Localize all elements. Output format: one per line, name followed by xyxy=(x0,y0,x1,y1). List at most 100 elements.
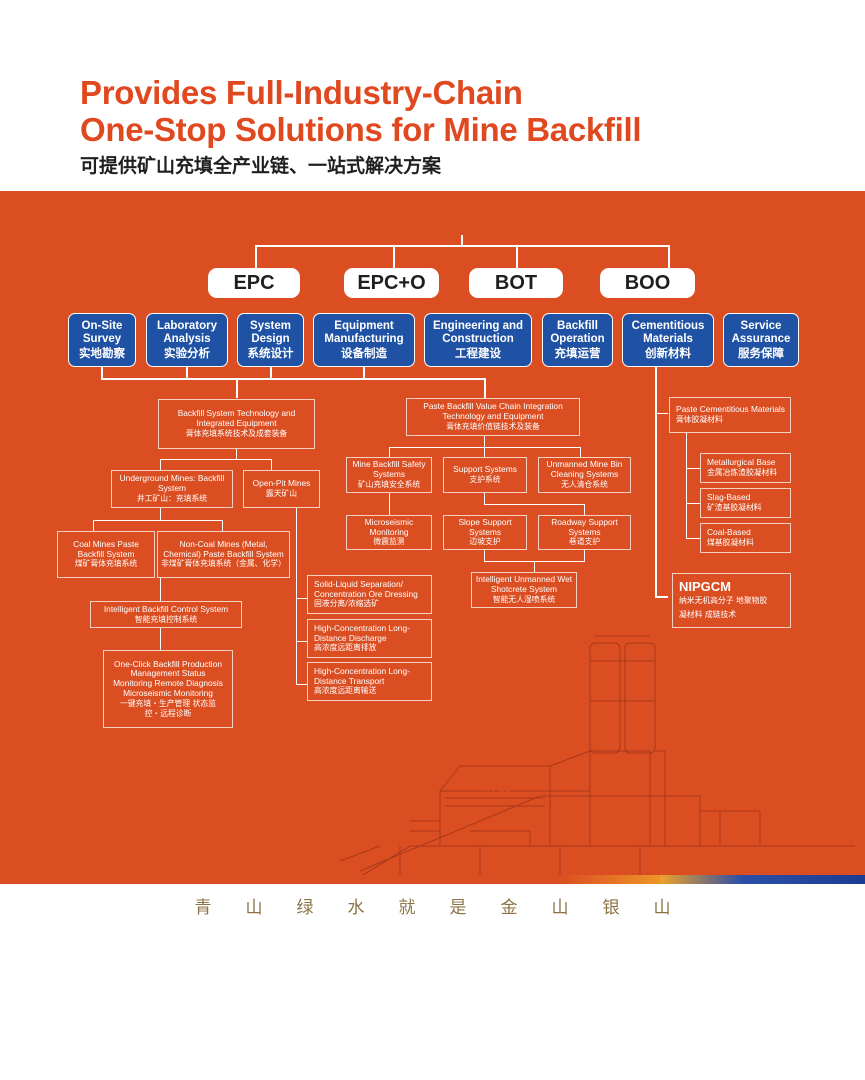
service-system-design: System Design 系统设计 xyxy=(237,313,304,367)
one-click-backfill-box: One-Click Backfill Production Management… xyxy=(103,650,233,728)
service-label-en: On-Site Survey xyxy=(81,319,123,346)
box-label-zh: 煤矿膏体充填系统 xyxy=(74,559,138,569)
service-label-zh: 实地勘察 xyxy=(79,345,125,360)
backfill-system-box: Backfill System Technology and Integrate… xyxy=(158,399,315,449)
model-boo: BOO xyxy=(600,268,695,298)
box-label-en: Support Systems xyxy=(453,464,517,475)
box-label-zh: 固液分离/浓缩选矿 xyxy=(314,599,380,609)
box-label-en: Slope Support Systems xyxy=(458,516,512,537)
non-coal-mines-box: Non-Coal Mines (Metal, Chemical) Paste B… xyxy=(157,531,290,578)
model-bot: BOT xyxy=(469,268,563,298)
box-label-zh: 纳米无机高分子 地聚物胶凝材料 成链技术 xyxy=(679,595,768,619)
service-label-zh: 充填运营 xyxy=(554,345,601,360)
footer-slogan: 青山绿水就是金山银山 xyxy=(194,898,705,918)
box-label-zh: 膏体充填价值链技术及装备 xyxy=(446,421,540,431)
box-label-zh: 金属冶炼渣胶凝材料 xyxy=(707,468,778,477)
service-label-zh: 创新材料 xyxy=(645,345,691,360)
box-label-en: Intelligent Unmanned Wet Shotcrete Syste… xyxy=(475,574,573,595)
box-label-zh: 高浓度远距离输送 xyxy=(314,686,377,696)
bottom-stripe-orange xyxy=(0,875,600,884)
box-label-zh: 无人清仓系统 xyxy=(561,479,608,489)
service-label-en: Laboratory Analysis xyxy=(156,319,218,346)
backfill-plant-illustration xyxy=(340,635,855,884)
service-on-site-survey: On-Site Survey 实地勘察 xyxy=(68,313,136,367)
service-label-zh: 实验分析 xyxy=(164,345,210,360)
box-label-zh: 边坡支护 xyxy=(469,537,501,547)
box-label-zh: 高浓度远距离排放 xyxy=(314,643,377,653)
box-label-en: Solid-Liquid Separation/ Concentration O… xyxy=(314,578,418,599)
box-label-zh: 智能充填控制系统 xyxy=(134,614,198,624)
box-label-en: Backfill System Technology and Integrate… xyxy=(177,408,296,429)
box-label-en: Non-Coal Mines (Metal, Chemical) Paste B… xyxy=(163,538,284,559)
box-label-en: Coal Mines Paste Backfill System xyxy=(73,538,139,559)
box-label-zh: 支护系统 xyxy=(469,475,501,484)
box-label-en: NIPGCM xyxy=(679,578,731,594)
box-label-zh: 井工矿山：充填系统 xyxy=(136,493,208,503)
title-line-2: One-Stop Solutions for Mine Backfill xyxy=(80,111,642,148)
box-label-zh: 膏体充填系统技术及成套装备 xyxy=(185,428,288,438)
bottom-stripe-blue xyxy=(660,875,865,884)
box-label-en: High-Concentration Long-Distance Dischar… xyxy=(314,622,410,643)
service-label-en: Engineering and Construction xyxy=(432,319,524,346)
box-label-zh: 非煤矿膏体充填系统（金属、化学） xyxy=(161,559,286,569)
machine-plate-label: FENY xyxy=(487,787,512,797)
box-label-en: Slag-Based xyxy=(707,492,751,503)
service-backfill-operation: Backfill Operation 充填运营 xyxy=(542,313,613,367)
coal-based-box: Coal-Based 煤基胶凝材料 xyxy=(700,523,791,553)
box-label-en: Metallurgical Base xyxy=(707,457,776,468)
service-equipment-manufacturing: Equipment Manufacturing 设备制造 xyxy=(313,313,415,367)
bottom-stripe-gold xyxy=(560,875,680,884)
model-epc: EPC xyxy=(208,268,300,298)
solid-liquid-box: Solid-Liquid Separation/ Concentration O… xyxy=(307,575,432,614)
service-label-zh: 系统设计 xyxy=(247,345,294,360)
box-label-zh: 微震监测 xyxy=(373,537,405,547)
box-label-zh: 一键充填・生产管理 状态监控・远程诊断 xyxy=(119,698,217,718)
metallurgical-base-box: Metallurgical Base 金属冶炼渣胶凝材料 xyxy=(700,453,791,483)
microseismic-box: Microseismic Monitoring 微震监测 xyxy=(346,515,432,550)
service-engineering-construction: Engineering and Construction 工程建设 xyxy=(424,313,532,367)
box-label-en: Microseismic Monitoring xyxy=(364,516,414,537)
service-label-en: Backfill Operation xyxy=(550,319,605,346)
service-label-en: Cementitious Materials xyxy=(631,319,705,346)
service-label-en: Service Assurance xyxy=(731,319,791,346)
box-label-en: Unmanned Mine Bin Cleaning Systems xyxy=(546,459,623,480)
service-cementitious-materials: Cementitious Materials 创新材料 xyxy=(622,313,714,367)
box-label-en: Mine Backfill Safety Systems xyxy=(352,459,426,480)
slope-support-box: Slope Support Systems 边坡支护 xyxy=(443,515,527,550)
service-label-en: System Design xyxy=(250,319,291,346)
box-label-en: Paste Cementitious Materials xyxy=(676,404,785,415)
box-label-zh: 矿山充填安全系统 xyxy=(357,479,421,489)
box-label-zh: 巷道支护 xyxy=(568,537,601,547)
discharge-box: High-Concentration Long-Distance Dischar… xyxy=(307,619,432,658)
roadway-support-box: Roadway Support Systems 巷道支护 xyxy=(538,515,631,550)
transport-box: High-Concentration Long-Distance Transpo… xyxy=(307,662,432,701)
box-label-zh: 煤基胶凝材料 xyxy=(707,538,754,547)
service-label-zh: 工程建设 xyxy=(455,345,501,360)
service-label-zh: 服务保障 xyxy=(738,345,784,360)
support-systems-box: Support Systems 支护系统 xyxy=(443,457,527,493)
shotcrete-box: Intelligent Unmanned Wet Shotcrete Syste… xyxy=(471,572,577,608)
box-label-en: Coal-Based xyxy=(707,527,751,538)
underground-mines-box: Underground Mines: Backfill System 井工矿山：… xyxy=(111,470,233,508)
slag-based-box: Slag-Based 矿渣基胶凝材料 xyxy=(700,488,791,518)
title-line-1: Provides Full-Industry-Chain xyxy=(80,74,523,111)
box-label-en: Roadway Support Systems xyxy=(551,516,618,537)
nipgcm-box: NIPGCM 纳米无机高分子 地聚物胶凝材料 成链技术 xyxy=(672,573,791,628)
value-chain-box: Paste Backfill Value Chain Integration T… xyxy=(406,398,580,436)
box-label-en: Intelligent Backfill Control System xyxy=(103,603,229,614)
service-label-zh: 设备制造 xyxy=(341,345,387,360)
intelligent-control-box: Intelligent Backfill Control System 智能充填… xyxy=(90,601,242,628)
box-label-en: High-Concentration Long-Distance Transpo… xyxy=(314,665,410,686)
service-label-en: Equipment Manufacturing xyxy=(324,319,404,346)
box-label-en: Paste Backfill Value Chain Integration T… xyxy=(423,401,563,422)
subtitle-zh: 可提供矿山充填全产业链、一站式解决方案 xyxy=(80,155,442,177)
safety-systems-box: Mine Backfill Safety Systems 矿山充填安全系统 xyxy=(346,457,432,493)
box-label-zh: 矿渣基胶凝材料 xyxy=(707,503,762,512)
box-label-zh: 膏体胶凝材料 xyxy=(676,415,723,424)
model-epc-o: EPC+O xyxy=(344,268,439,298)
open-pit-mines-box: Open-Pit Mines 露天矿山 xyxy=(243,470,320,508)
box-label-zh: 智能无人湿喷系统 xyxy=(492,594,556,604)
paste-cementitious-box: Paste Cementitious Materials 膏体胶凝材料 xyxy=(669,397,791,433)
box-label-zh: 露天矿山 xyxy=(265,489,298,498)
solution-diagram-panel: EPC EPC+O BOT BOO On-Site Survey 实地勘察 La… xyxy=(0,191,865,884)
